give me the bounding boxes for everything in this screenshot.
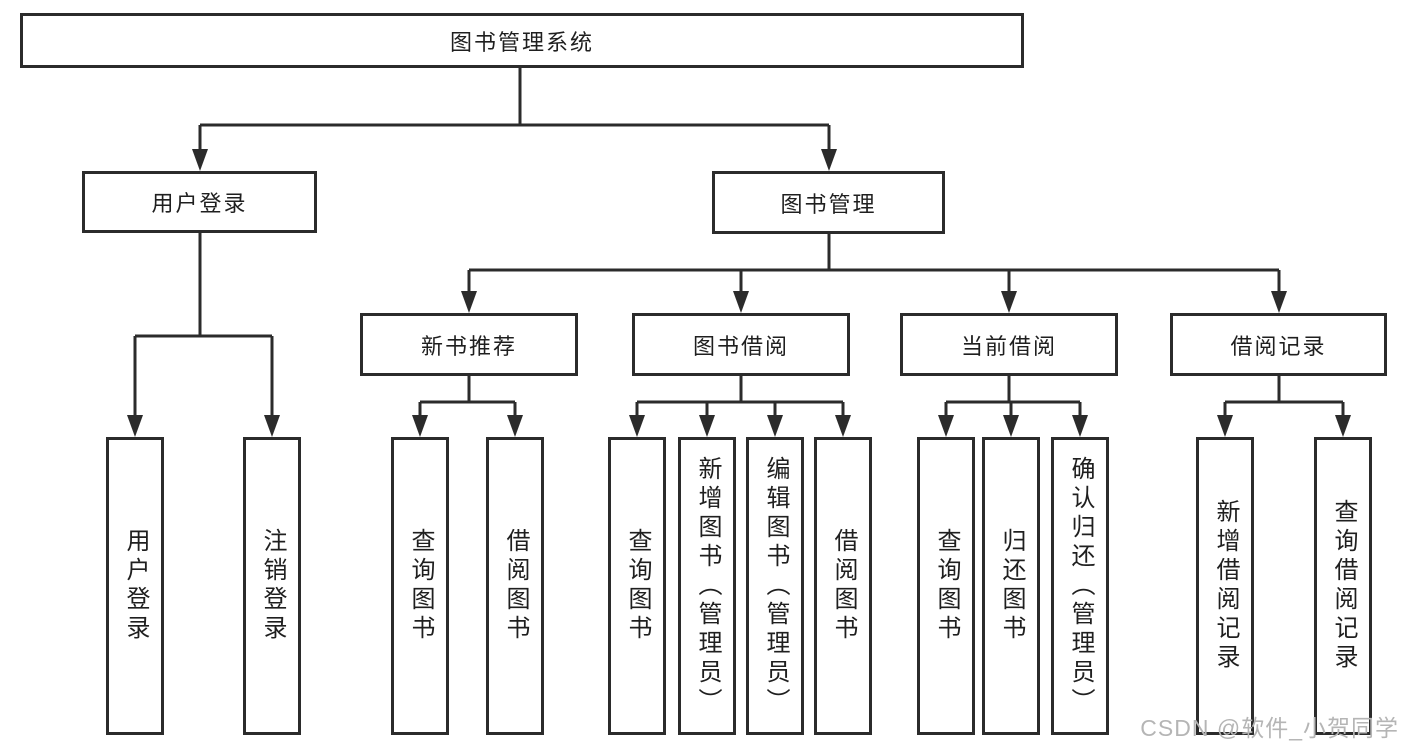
node-book-borrow: 图书借阅 [632,313,850,376]
node-new-book-recommend: 新书推荐 [360,313,578,376]
leaf-recommend-borrow-books: 借阅图书 [486,437,544,735]
node-current-borrow: 当前借阅 [900,313,1118,376]
leaf-add-borrow-record-label: 新增借阅记录 [1212,499,1239,673]
leaf-add-borrow-record: 新增借阅记录 [1196,437,1254,735]
csdn-watermark: CSDN @软件_小贺同学 [1140,715,1399,741]
leaf-edit-books-admin: 编辑图书（管理员） [746,437,804,735]
leaf-query-borrow-record-label: 查询借阅记录 [1330,499,1357,673]
leaf-current-query-books-label: 查询图书 [933,528,960,644]
leaf-logout-label: 注销登录 [259,528,286,644]
leaf-add-books-admin-label: 新增图书（管理员） [694,455,721,717]
leaf-edit-books-admin-label: 编辑图书（管理员） [762,455,789,717]
node-root-system: 图书管理系统 [20,13,1024,68]
leaf-query-borrow-record: 查询借阅记录 [1314,437,1372,735]
node-new-book-recommend-label: 新书推荐 [420,333,517,359]
node-borrow-records-label: 借阅记录 [1230,333,1327,359]
leaf-confirm-return-admin: 确认归还（管理员） [1051,437,1109,735]
node-book-management: 图书管理 [712,171,945,234]
leaf-confirm-return-admin-label: 确认归还（管理员） [1067,455,1094,717]
leaf-logout: 注销登录 [243,437,301,735]
leaf-current-query-books: 查询图书 [917,437,975,735]
leaf-add-books-admin: 新增图书（管理员） [678,437,736,735]
leaf-recommend-borrow-books-label: 借阅图书 [502,528,529,644]
node-book-borrow-label: 图书借阅 [692,333,789,359]
leaf-recommend-query-books-label: 查询图书 [407,528,434,644]
leaf-borrow-query-books: 查询图书 [608,437,666,735]
leaf-return-books-label: 归还图书 [998,528,1025,644]
node-user-login-label: 用户登录 [151,191,248,216]
leaf-recommend-query-books: 查询图书 [391,437,449,735]
leaf-user-login-label: 用户登录 [122,528,149,644]
leaf-borrow-books-label: 借阅图书 [830,528,857,644]
leaf-return-books: 归还图书 [982,437,1040,735]
node-root-label: 图书管理系统 [449,29,594,55]
leaf-borrow-query-books-label: 查询图书 [624,528,651,644]
node-user-login: 用户登录 [82,171,317,233]
leaf-user-login: 用户登录 [106,437,164,735]
node-borrow-records: 借阅记录 [1170,313,1387,376]
leaf-borrow-books: 借阅图书 [814,437,872,735]
node-book-management-label: 图书管理 [780,191,877,217]
node-current-borrow-label: 当前借阅 [960,333,1057,359]
